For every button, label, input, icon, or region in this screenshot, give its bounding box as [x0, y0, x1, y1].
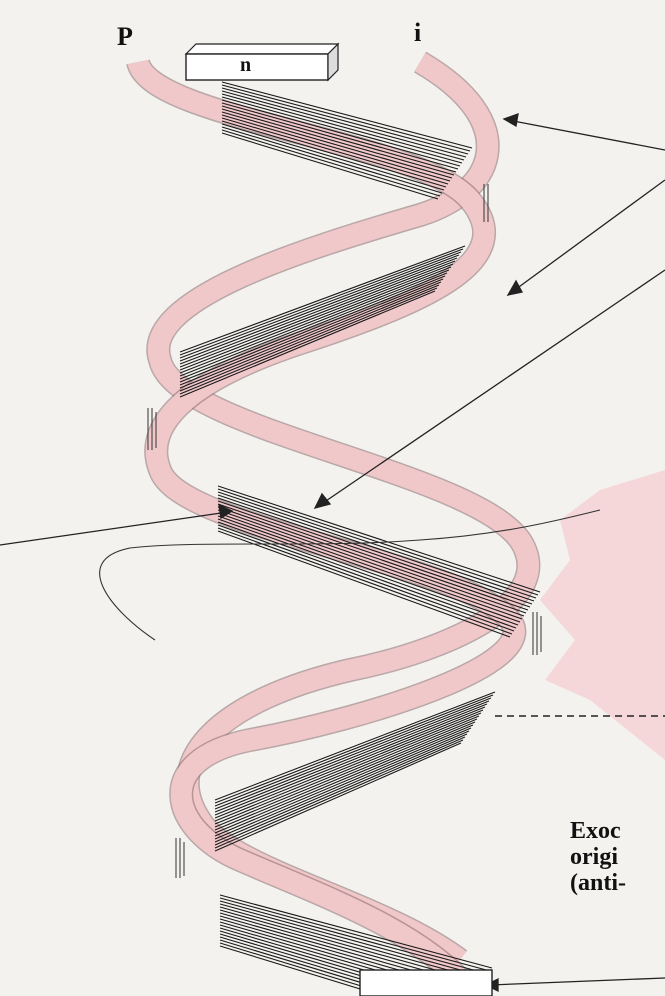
base-pair-line	[218, 513, 522, 619]
caption-line-3: (anti-	[570, 870, 626, 896]
top-box	[186, 44, 338, 80]
base-pair-line	[218, 516, 520, 622]
box-label-n: n	[240, 54, 251, 77]
strand-label-p: P	[117, 22, 133, 52]
arrow-top	[508, 120, 665, 150]
caption-line-1: Exoc	[570, 818, 626, 844]
caption-line-2: origi	[570, 844, 626, 870]
arrow-left	[0, 512, 228, 545]
arrow-bottom	[490, 978, 665, 985]
caption: Exoc origi (anti-	[570, 818, 626, 896]
strand-label-i: i	[414, 18, 421, 48]
ribbon-strand-front-fill	[138, 62, 514, 990]
base-pair-line	[218, 510, 524, 616]
bottom-box	[360, 970, 492, 996]
arrow-mid	[512, 180, 665, 292]
base-pair-line	[218, 507, 526, 613]
